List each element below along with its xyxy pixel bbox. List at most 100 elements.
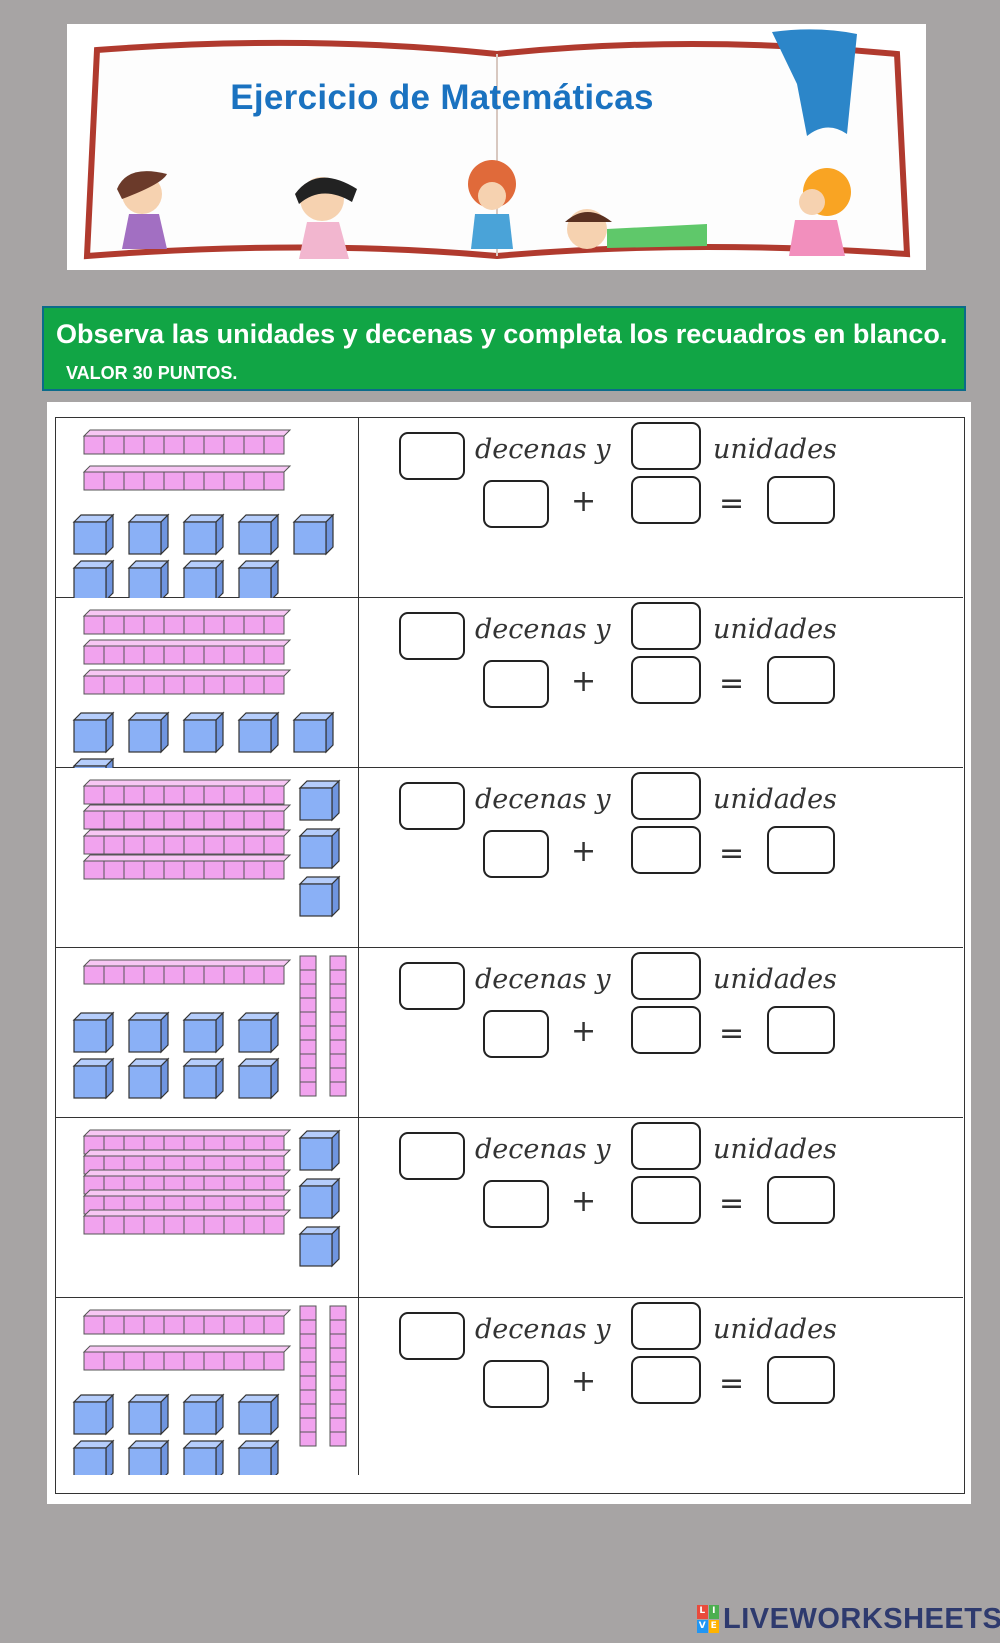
banner-title: Ejercicio de Matemáticas bbox=[230, 78, 654, 117]
addend-units-box[interactable] bbox=[631, 1356, 701, 1404]
plus-sign: + bbox=[571, 1014, 597, 1049]
tens-rod-vertical bbox=[329, 1305, 347, 1447]
result-box[interactable] bbox=[767, 1356, 835, 1404]
equals-sign: = bbox=[719, 1366, 745, 1401]
addend-tens-box[interactable] bbox=[483, 480, 549, 528]
tens-rod-vertical bbox=[299, 955, 317, 1097]
result-box[interactable] bbox=[767, 1006, 835, 1054]
units-answer-box[interactable] bbox=[631, 602, 701, 650]
unit-cube bbox=[298, 1129, 341, 1172]
equals-sign: = bbox=[719, 666, 745, 701]
worksheet: decenas y unidades + = decenas y unidades + = de… bbox=[47, 402, 971, 1504]
points-value: VALOR 30 PUNTOS. bbox=[66, 363, 238, 383]
unit-cube bbox=[182, 559, 225, 598]
tens-answer-box[interactable] bbox=[399, 1132, 465, 1180]
addend-units-box[interactable] bbox=[631, 476, 701, 524]
units-answer-box[interactable] bbox=[631, 1122, 701, 1170]
tens-answer-box[interactable] bbox=[399, 612, 465, 660]
child-figure-3 bbox=[468, 160, 516, 249]
tens-answer-box[interactable] bbox=[399, 782, 465, 830]
tens-label: decenas y bbox=[475, 784, 611, 815]
child-figure-1 bbox=[117, 171, 167, 249]
tens-rod bbox=[82, 959, 292, 985]
tens-label: decenas y bbox=[475, 1314, 611, 1345]
base-ten-blocks bbox=[56, 768, 359, 947]
result-box[interactable] bbox=[767, 476, 835, 524]
unit-cube bbox=[127, 1011, 170, 1054]
unit-cube bbox=[182, 1057, 225, 1100]
unit-cube bbox=[127, 513, 170, 556]
tens-rod bbox=[82, 1309, 292, 1335]
base-ten-blocks bbox=[56, 1298, 359, 1475]
tens-rod-vertical bbox=[299, 1305, 317, 1447]
result-box[interactable] bbox=[767, 656, 835, 704]
unit-cube bbox=[72, 513, 115, 556]
unit-cube bbox=[72, 1439, 115, 1475]
unit-cube bbox=[72, 1011, 115, 1054]
book-illustration bbox=[83, 29, 911, 260]
tens-answer-box[interactable] bbox=[399, 432, 465, 480]
unit-cube bbox=[127, 1057, 170, 1100]
unit-cube bbox=[127, 1439, 170, 1475]
units-label: unidades bbox=[713, 434, 837, 465]
units-label: unidades bbox=[713, 614, 837, 645]
addend-units-box[interactable] bbox=[631, 1006, 701, 1054]
addend-tens-box[interactable] bbox=[483, 1010, 549, 1058]
addend-units-box[interactable] bbox=[631, 826, 701, 874]
plus-sign: + bbox=[571, 1364, 597, 1399]
bookmark-icon bbox=[772, 29, 857, 136]
unit-cube bbox=[237, 1393, 280, 1436]
tens-answer-box[interactable] bbox=[399, 962, 465, 1010]
child-figure-4 bbox=[565, 209, 707, 249]
units-answer-box[interactable] bbox=[631, 772, 701, 820]
base-ten-blocks bbox=[56, 948, 359, 1117]
tens-rod bbox=[82, 669, 292, 695]
equals-sign: = bbox=[719, 1186, 745, 1221]
unit-cube bbox=[237, 711, 280, 754]
addend-tens-box[interactable] bbox=[483, 660, 549, 708]
units-answer-box[interactable] bbox=[631, 422, 701, 470]
addend-units-box[interactable] bbox=[631, 1176, 701, 1224]
unit-cube bbox=[298, 875, 341, 918]
addend-units-box[interactable] bbox=[631, 656, 701, 704]
unit-cube bbox=[298, 1177, 341, 1220]
result-box[interactable] bbox=[767, 1176, 835, 1224]
unit-cube bbox=[182, 1393, 225, 1436]
tens-rod bbox=[82, 854, 292, 880]
plus-sign: + bbox=[571, 664, 597, 699]
unit-cube bbox=[72, 757, 115, 768]
exercise-grid: decenas y unidades + = decenas y unidades + = de… bbox=[55, 417, 965, 1494]
tens-label: decenas y bbox=[475, 614, 611, 645]
unit-cube bbox=[72, 711, 115, 754]
result-box[interactable] bbox=[767, 826, 835, 874]
tens-rod bbox=[82, 1345, 292, 1371]
tens-label: decenas y bbox=[475, 964, 611, 995]
tens-rod bbox=[82, 429, 292, 455]
addend-tens-box[interactable] bbox=[483, 1180, 549, 1228]
tens-rod-vertical bbox=[329, 955, 347, 1097]
unit-cube bbox=[182, 513, 225, 556]
tens-answer-box[interactable] bbox=[399, 1312, 465, 1360]
child-figure-5 bbox=[789, 168, 851, 256]
base-ten-blocks bbox=[56, 598, 359, 768]
units-answer-box[interactable] bbox=[631, 952, 701, 1000]
addend-tens-box[interactable] bbox=[483, 830, 549, 878]
unit-cube bbox=[298, 1225, 341, 1268]
unit-cube bbox=[127, 1393, 170, 1436]
banner: Ejercicio de Matemáticas bbox=[67, 24, 926, 270]
child-figure-2 bbox=[295, 177, 357, 259]
unit-cube bbox=[292, 711, 335, 754]
addend-tens-box[interactable] bbox=[483, 1360, 549, 1408]
tens-rod bbox=[82, 1209, 292, 1235]
answer-area: decenas y unidades + = bbox=[359, 598, 963, 767]
units-answer-box[interactable] bbox=[631, 1302, 701, 1350]
